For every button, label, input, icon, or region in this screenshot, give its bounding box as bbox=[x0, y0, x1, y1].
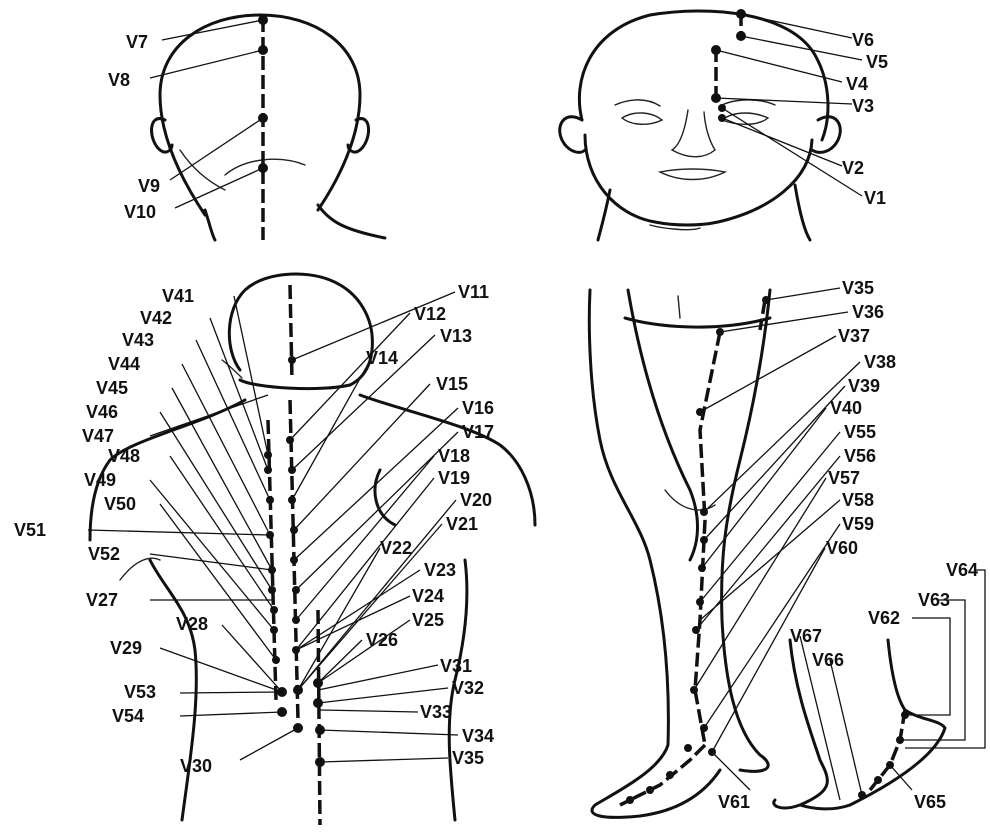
label-v48: V48 bbox=[108, 446, 140, 466]
label-v24: V24 bbox=[412, 586, 444, 606]
label-v66: V66 bbox=[812, 650, 844, 670]
label-v29: V29 bbox=[110, 638, 142, 658]
label-v3: V3 bbox=[852, 96, 874, 116]
label-v65: V65 bbox=[914, 792, 946, 812]
label-v2: V2 bbox=[842, 158, 864, 178]
label-v26: V26 bbox=[366, 630, 398, 650]
label-v62: V62 bbox=[868, 608, 900, 628]
label-v46: V46 bbox=[86, 402, 118, 422]
label-v11: V11 bbox=[458, 282, 489, 302]
panel-face bbox=[560, 9, 862, 240]
label-v34: V34 bbox=[462, 726, 494, 746]
label-v64: V64 bbox=[946, 560, 978, 580]
label-v31: V31 bbox=[440, 656, 472, 676]
panel-head-back bbox=[150, 15, 385, 240]
label-v56: V56 bbox=[844, 446, 876, 466]
label-v45: V45 bbox=[96, 378, 128, 398]
label-v33: V33 bbox=[420, 702, 452, 722]
label-v1: V1 bbox=[864, 188, 886, 208]
label-v20: V20 bbox=[460, 490, 492, 510]
label-v4: V4 bbox=[846, 74, 868, 94]
label-v57: V57 bbox=[828, 468, 860, 488]
label-v35: V35 bbox=[842, 278, 874, 298]
label-v12: V12 bbox=[414, 304, 446, 324]
label-v13: V13 bbox=[440, 326, 472, 346]
label-v61: V61 bbox=[718, 792, 750, 812]
label-v6: V6 bbox=[852, 30, 874, 50]
label-v21: V21 bbox=[446, 514, 478, 534]
label-v38: V38 bbox=[864, 352, 896, 372]
label-v50: V50 bbox=[104, 494, 136, 514]
label-v52: V52 bbox=[88, 544, 120, 564]
label-v44: V44 bbox=[108, 354, 140, 374]
label-v54: V54 bbox=[112, 706, 144, 726]
label-v63: V63 bbox=[918, 590, 950, 610]
label-v41: V41 bbox=[162, 286, 194, 306]
label-v59: V59 bbox=[842, 514, 874, 534]
label-v17: V17 bbox=[462, 422, 494, 442]
panel-leg bbox=[589, 288, 985, 817]
label-v51: V51 bbox=[14, 520, 46, 540]
label-v19: V19 bbox=[438, 468, 470, 488]
label-v39: V39 bbox=[848, 376, 880, 396]
label-v28: V28 bbox=[176, 614, 208, 634]
label-v8: V8 bbox=[108, 70, 130, 90]
label-v40: V40 bbox=[830, 398, 862, 418]
label-v53: V53 bbox=[124, 682, 156, 702]
label-v43: V43 bbox=[122, 330, 154, 350]
label-v16: V16 bbox=[462, 398, 494, 418]
label-v18: V18 bbox=[438, 446, 470, 466]
label-v32: V32 bbox=[452, 678, 484, 698]
label-v60: V60 bbox=[826, 538, 858, 558]
label-v55: V55 bbox=[844, 422, 876, 442]
label-v25: V25 bbox=[412, 610, 444, 630]
label-v30: V30 bbox=[180, 756, 212, 776]
label-v23: V23 bbox=[424, 560, 456, 580]
label-v10: V10 bbox=[124, 202, 156, 222]
label-v27: V27 bbox=[86, 590, 118, 610]
label-v35-back: V35 bbox=[452, 748, 484, 768]
label-v5: V5 bbox=[866, 52, 888, 72]
label-v67: V67 bbox=[790, 626, 822, 646]
label-v37: V37 bbox=[838, 326, 870, 346]
label-v42: V42 bbox=[140, 308, 172, 328]
label-v49: V49 bbox=[84, 470, 116, 490]
label-v9: V9 bbox=[138, 176, 160, 196]
label-v14: V14 bbox=[366, 348, 398, 368]
label-v36: V36 bbox=[852, 302, 884, 322]
label-v22: V22 bbox=[380, 538, 412, 558]
label-v58: V58 bbox=[842, 490, 874, 510]
label-v15: V15 bbox=[436, 374, 468, 394]
label-v7: V7 bbox=[126, 32, 148, 52]
label-v47: V47 bbox=[82, 426, 114, 446]
